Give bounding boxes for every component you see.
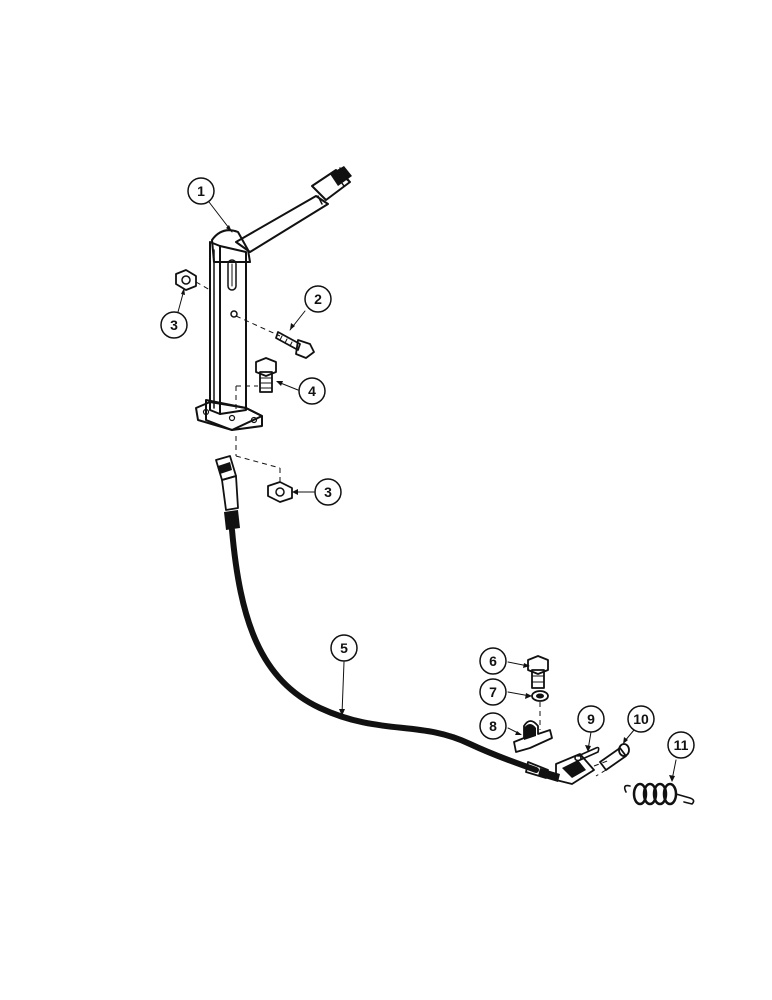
callout-3-lower: 3	[314, 478, 342, 506]
cable-clamp	[513, 720, 553, 753]
return-spring	[623, 782, 695, 806]
hand-lever-assembly	[195, 166, 352, 431]
callout-label: 5	[340, 640, 348, 656]
callout-label: 3	[324, 484, 332, 500]
callout-label: 9	[587, 711, 595, 727]
callout-7: 7	[479, 678, 507, 706]
callout-label: 2	[314, 291, 322, 307]
clevis-pin	[595, 743, 630, 777]
leader-lines	[177, 201, 677, 782]
lever-handle-grip	[235, 166, 352, 253]
callout-label: 1	[197, 183, 205, 199]
mounting-bolt	[235, 357, 277, 410]
callout-6: 6	[479, 647, 507, 675]
callout-11: 11	[667, 731, 695, 759]
callout-1: 1	[187, 177, 215, 205]
lock-nut-lower	[235, 436, 293, 503]
callout-3-upper: 3	[160, 311, 188, 339]
callout-8: 8	[479, 712, 507, 740]
callout-label: 4	[308, 383, 316, 399]
callout-label: 7	[489, 684, 497, 700]
callout-label: 11	[674, 737, 689, 753]
leader-5	[341, 661, 345, 715]
callout-label: 10	[633, 711, 649, 727]
callout-label: 6	[489, 653, 497, 669]
lock-washer	[531, 690, 549, 730]
callout-label: 8	[489, 718, 497, 734]
callout-9: 9	[577, 705, 605, 733]
pivot-bolt	[235, 315, 315, 359]
callout-4: 4	[298, 377, 326, 405]
cotter-pin	[574, 746, 600, 762]
callout-2: 2	[304, 285, 332, 313]
clamp-bolt	[527, 655, 549, 689]
callout-5: 5	[330, 634, 358, 662]
callout-10: 10	[627, 705, 655, 733]
lever-bracket	[195, 241, 263, 431]
callout-label: 3	[170, 317, 178, 333]
lock-nut-upper	[175, 269, 211, 291]
